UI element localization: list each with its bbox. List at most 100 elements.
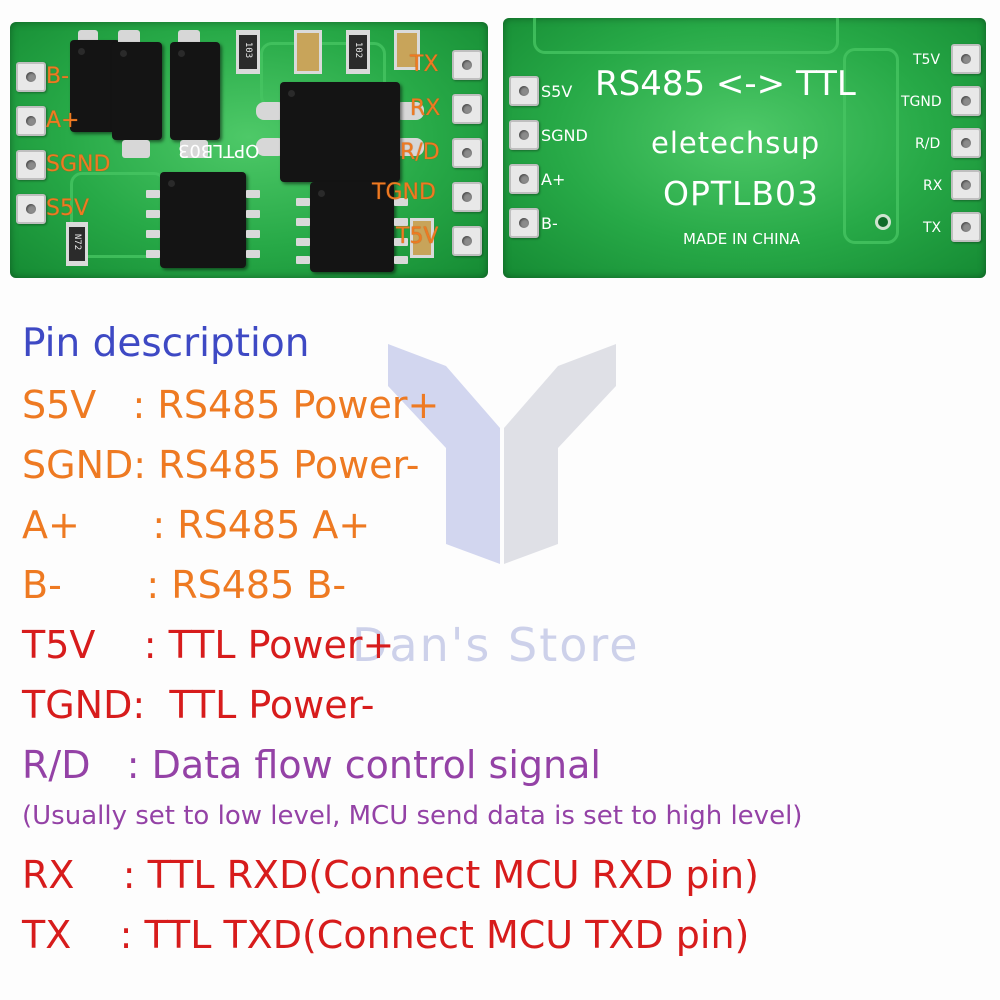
silk-label-t5v: T5V: [913, 52, 941, 68]
pin-desc: RS485 A+: [177, 503, 371, 547]
pin-desc: RS485 Power-: [158, 443, 420, 487]
pin-row-t5v: T5V : TTL Power+: [22, 626, 394, 664]
pin-desc: RS485 Power+: [157, 383, 440, 427]
chip-lead: [146, 190, 160, 198]
label-sgnd: SGND: [46, 152, 111, 177]
silk-label-sgnd: SGND: [541, 126, 588, 145]
pin-name: B-: [22, 563, 62, 607]
silkscreen-title: RS485 <-> TTL: [595, 64, 856, 104]
chip-lead: [146, 250, 160, 258]
pin-separator: :: [71, 913, 145, 957]
rd-note: (Usually set to low level, MCU send data…: [22, 801, 803, 831]
watermark-text: Dan's Store: [352, 618, 640, 672]
pin-tx: [452, 50, 482, 80]
pin-tx: [951, 212, 981, 242]
pin-s5v: [16, 194, 46, 224]
pin-row-sgnd: SGND: RS485 Power-: [22, 446, 419, 484]
pin-t5v: [452, 226, 482, 256]
pin-row-tgnd: TGND: TTL Power-: [22, 686, 375, 724]
pin-name: R/D: [22, 743, 91, 787]
chip-lead: [296, 238, 310, 246]
pin-s5v: [509, 76, 539, 106]
silk-label-tx: TX: [923, 220, 942, 236]
chip-lead: [296, 218, 310, 226]
optocoupler-chip: [280, 82, 400, 182]
pin-separator: :: [96, 383, 158, 427]
label-s5v: S5V: [46, 196, 90, 221]
chip-lead: [146, 230, 160, 238]
silk-label-s5v: S5V: [541, 82, 573, 101]
chip-lead: [296, 198, 310, 206]
pin-a-plus: [16, 106, 46, 136]
board-photo-bottom: RS485 <-> TTL eletechsup OPTLB03 MADE IN…: [503, 18, 986, 278]
silk-label-rx: RX: [923, 178, 943, 194]
pin-separator: :: [61, 563, 172, 607]
pin-name: TX: [22, 913, 72, 957]
pin-desc: RS485 B-: [171, 563, 347, 607]
watermark-logo-left-arm: [388, 344, 500, 564]
pad: [180, 140, 208, 158]
chip-lead: [394, 198, 408, 206]
pin-separator: :: [90, 743, 152, 787]
silkscreen-model: OPTLB03: [178, 140, 260, 161]
capacitor-component: [410, 218, 434, 258]
pin-separator: :: [79, 503, 178, 547]
pin-t5v: [951, 44, 981, 74]
diode-component: [170, 42, 220, 140]
pin-sgnd: [16, 150, 46, 180]
pin-description-title: Pin description: [22, 321, 310, 366]
silk-label-rd: R/D: [915, 136, 941, 152]
silk-label-tgnd: TGND: [901, 94, 942, 110]
chip-lead: [394, 256, 408, 264]
pin-sgnd: [509, 120, 539, 150]
diode-component: [112, 42, 162, 140]
pin-row-rd: R/D : Data flow control signal: [22, 746, 601, 784]
chip-lead: [246, 230, 260, 238]
chip-lead: [394, 218, 408, 226]
pad: [394, 102, 424, 120]
transceiver-chip: [160, 172, 246, 268]
chip-lead: [394, 238, 408, 246]
pin-tgnd: [951, 86, 981, 116]
pin-rd: [452, 138, 482, 168]
pin-separator: :: [95, 623, 169, 667]
pad: [256, 138, 286, 156]
chip-lead: [246, 210, 260, 218]
pin-rx: [951, 170, 981, 200]
pin-separator: :: [133, 443, 159, 487]
pin-rd: [951, 128, 981, 158]
silk-label-b-minus: B-: [541, 214, 558, 233]
via-hole: [875, 214, 891, 230]
chip-lead: [246, 250, 260, 258]
pin-desc: TTL TXD(Connect MCU TXD pin): [144, 913, 750, 957]
pin-desc: TTL RXD(Connect MCU RXD pin): [147, 853, 759, 897]
pin-name: SGND: [22, 443, 134, 487]
watermark-logo-right-arm: [504, 344, 616, 564]
chip-lead: [296, 256, 310, 264]
chip-lead: [146, 210, 160, 218]
pin-rx: [452, 94, 482, 124]
board-photo-top: 103 102 N72 OPTLB03 B- A+ SGND S5V TX RX…: [10, 22, 488, 278]
pcb-trace: [533, 18, 839, 54]
resistor-marking: 102: [352, 41, 363, 59]
pin-row-rx: RX : TTL RXD(Connect MCU RXD pin): [22, 856, 759, 894]
isolator-chip: [310, 182, 394, 272]
pin-b-minus: [509, 208, 539, 238]
pin-name: TGND: [22, 683, 133, 727]
pcb-trace: [843, 48, 899, 244]
resistor-component: N72: [66, 222, 88, 266]
pin-name: A+: [22, 503, 80, 547]
pad: [256, 102, 286, 120]
silkscreen-model: OPTLB03: [663, 174, 820, 213]
resistor-component: 103: [236, 30, 260, 74]
capacitor-component: [394, 30, 420, 70]
label-rx: RX: [410, 96, 441, 121]
silkscreen-made-in: MADE IN CHINA: [683, 230, 801, 248]
chip-lead: [246, 190, 260, 198]
silk-label-a-plus: A+: [541, 170, 566, 189]
pin-row-a-plus: A+ : RS485 A+: [22, 506, 370, 544]
watermark-logo: [388, 344, 616, 564]
label-tgnd: TGND: [372, 180, 436, 205]
pin-name: S5V: [22, 383, 97, 427]
pin-separator: :: [132, 683, 170, 727]
